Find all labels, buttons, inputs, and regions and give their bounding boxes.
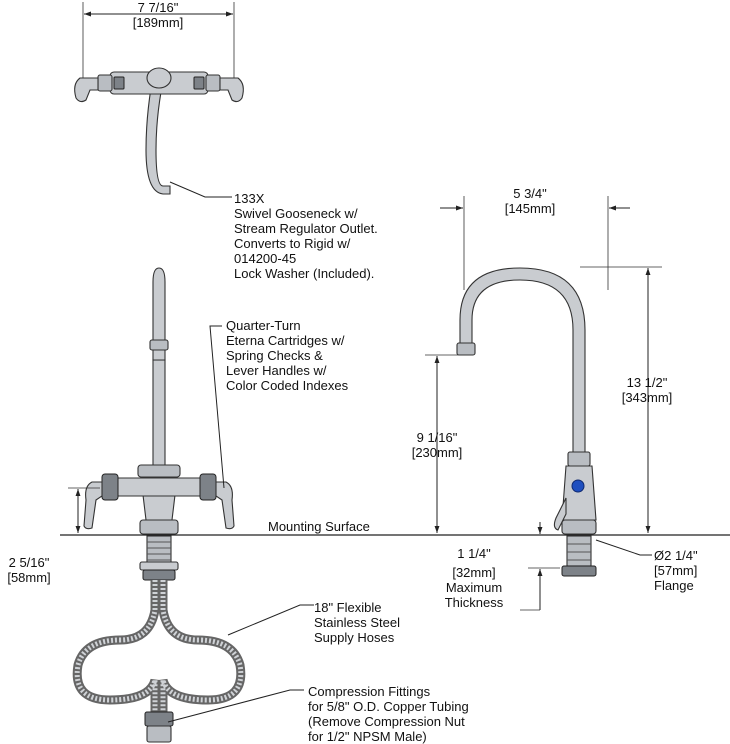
compression-fittings bbox=[144, 711, 174, 727]
callout-line: (Remove Compression Nut bbox=[308, 714, 465, 729]
dimension-value: 13 1/2" bbox=[626, 375, 668, 390]
side-view bbox=[425, 196, 662, 611]
flange-dimension: Ø2 1/4" [57mm] Flange bbox=[654, 548, 698, 593]
blue-index bbox=[571, 479, 585, 493]
max-thickness-dimension: 1 1/4" [32mm] Maximum Thickness bbox=[436, 546, 512, 610]
callout-line: Lock Washer (Included). bbox=[234, 266, 375, 281]
callout-line: Swivel Gooseneck w/ bbox=[234, 206, 358, 221]
top-left-handle bbox=[74, 77, 99, 103]
dimension-metric: [230mm] bbox=[411, 445, 463, 460]
callout-line: for 1/2" NPSM Male) bbox=[308, 729, 427, 744]
reach-dimension: 5 3/4" [145mm] bbox=[490, 186, 570, 216]
callout-line: Eterna Cartridges w/ bbox=[226, 333, 345, 348]
side-gooseneck bbox=[459, 267, 586, 456]
front-view bbox=[68, 267, 314, 743]
cartridges-callout: Quarter-Turn Eterna Cartridges w/ Spring… bbox=[226, 318, 348, 393]
dimension-value: 5 3/4" bbox=[513, 186, 547, 201]
callout-line: Lever Handles w/ bbox=[226, 363, 327, 378]
spout-height-dimension: 9 1/16" [230mm] bbox=[402, 430, 472, 460]
dimension-caption: Maximum bbox=[445, 580, 503, 595]
top-view bbox=[74, 2, 244, 198]
dimension-metric: [145mm] bbox=[504, 201, 556, 216]
fittings-callout: Compression Fittings for 5/8" O.D. Coppe… bbox=[308, 684, 469, 744]
callout-line: for 5/8" O.D. Copper Tubing bbox=[308, 699, 469, 714]
cartridge-leader bbox=[209, 325, 225, 489]
callout-line: 133X bbox=[234, 191, 265, 206]
callout-line: 014200-45 bbox=[234, 251, 297, 266]
dimension-metric: [57mm] bbox=[654, 563, 698, 578]
dimension-caption: Thickness bbox=[444, 595, 504, 610]
callout-line: Stainless Steel bbox=[314, 615, 400, 630]
hoses-callout: 18" Flexible Stainless Steel Supply Hose… bbox=[314, 600, 400, 645]
front-gooseneck bbox=[152, 267, 166, 361]
top-width-dimension: 7 7/16" [189mm] bbox=[118, 0, 198, 30]
mounting-surface-label: Mounting Surface bbox=[268, 519, 370, 534]
gooseneck-leader bbox=[169, 181, 232, 198]
gooseneck-callout: 133X Swivel Gooseneck w/ Stream Regulato… bbox=[234, 191, 378, 281]
dimension-metric: [32mm] bbox=[452, 565, 496, 580]
callout-line: Converts to Rigid w/ bbox=[234, 236, 351, 251]
dimension-metric: [58mm] bbox=[7, 570, 51, 585]
side-lever bbox=[553, 497, 567, 531]
flange-leader bbox=[595, 539, 652, 556]
dimension-value: 7 7/16" bbox=[137, 0, 179, 15]
front-right-lever bbox=[215, 481, 235, 530]
callout-line: Quarter-Turn bbox=[226, 318, 301, 333]
callout-line: Compression Fittings bbox=[308, 684, 431, 699]
callout-line: Stream Regulator Outlet. bbox=[234, 221, 378, 236]
handle-height-dimension: 2 5/16" [58mm] bbox=[0, 555, 58, 585]
dimension-metric: [189mm] bbox=[132, 15, 184, 30]
callout-line: Spring Checks & bbox=[226, 348, 323, 363]
front-left-lever bbox=[83, 481, 103, 530]
callout-line: Color Coded Indexes bbox=[226, 378, 349, 393]
dimension-value: Ø2 1/4" bbox=[654, 548, 698, 563]
callout-line: Supply Hoses bbox=[314, 630, 395, 645]
dimension-value: 2 5/16" bbox=[8, 555, 50, 570]
top-right-handle bbox=[219, 77, 244, 103]
dimension-value: 1 1/4" bbox=[457, 546, 491, 561]
dimension-caption: Flange bbox=[654, 578, 694, 593]
overall-height-dimension: 13 1/2" [343mm] bbox=[612, 375, 682, 405]
top-view-gooseneck bbox=[145, 87, 171, 195]
dimension-value: 9 1/16" bbox=[416, 430, 458, 445]
dimension-metric: [343mm] bbox=[621, 390, 673, 405]
callout-line: 18" Flexible bbox=[314, 600, 382, 615]
